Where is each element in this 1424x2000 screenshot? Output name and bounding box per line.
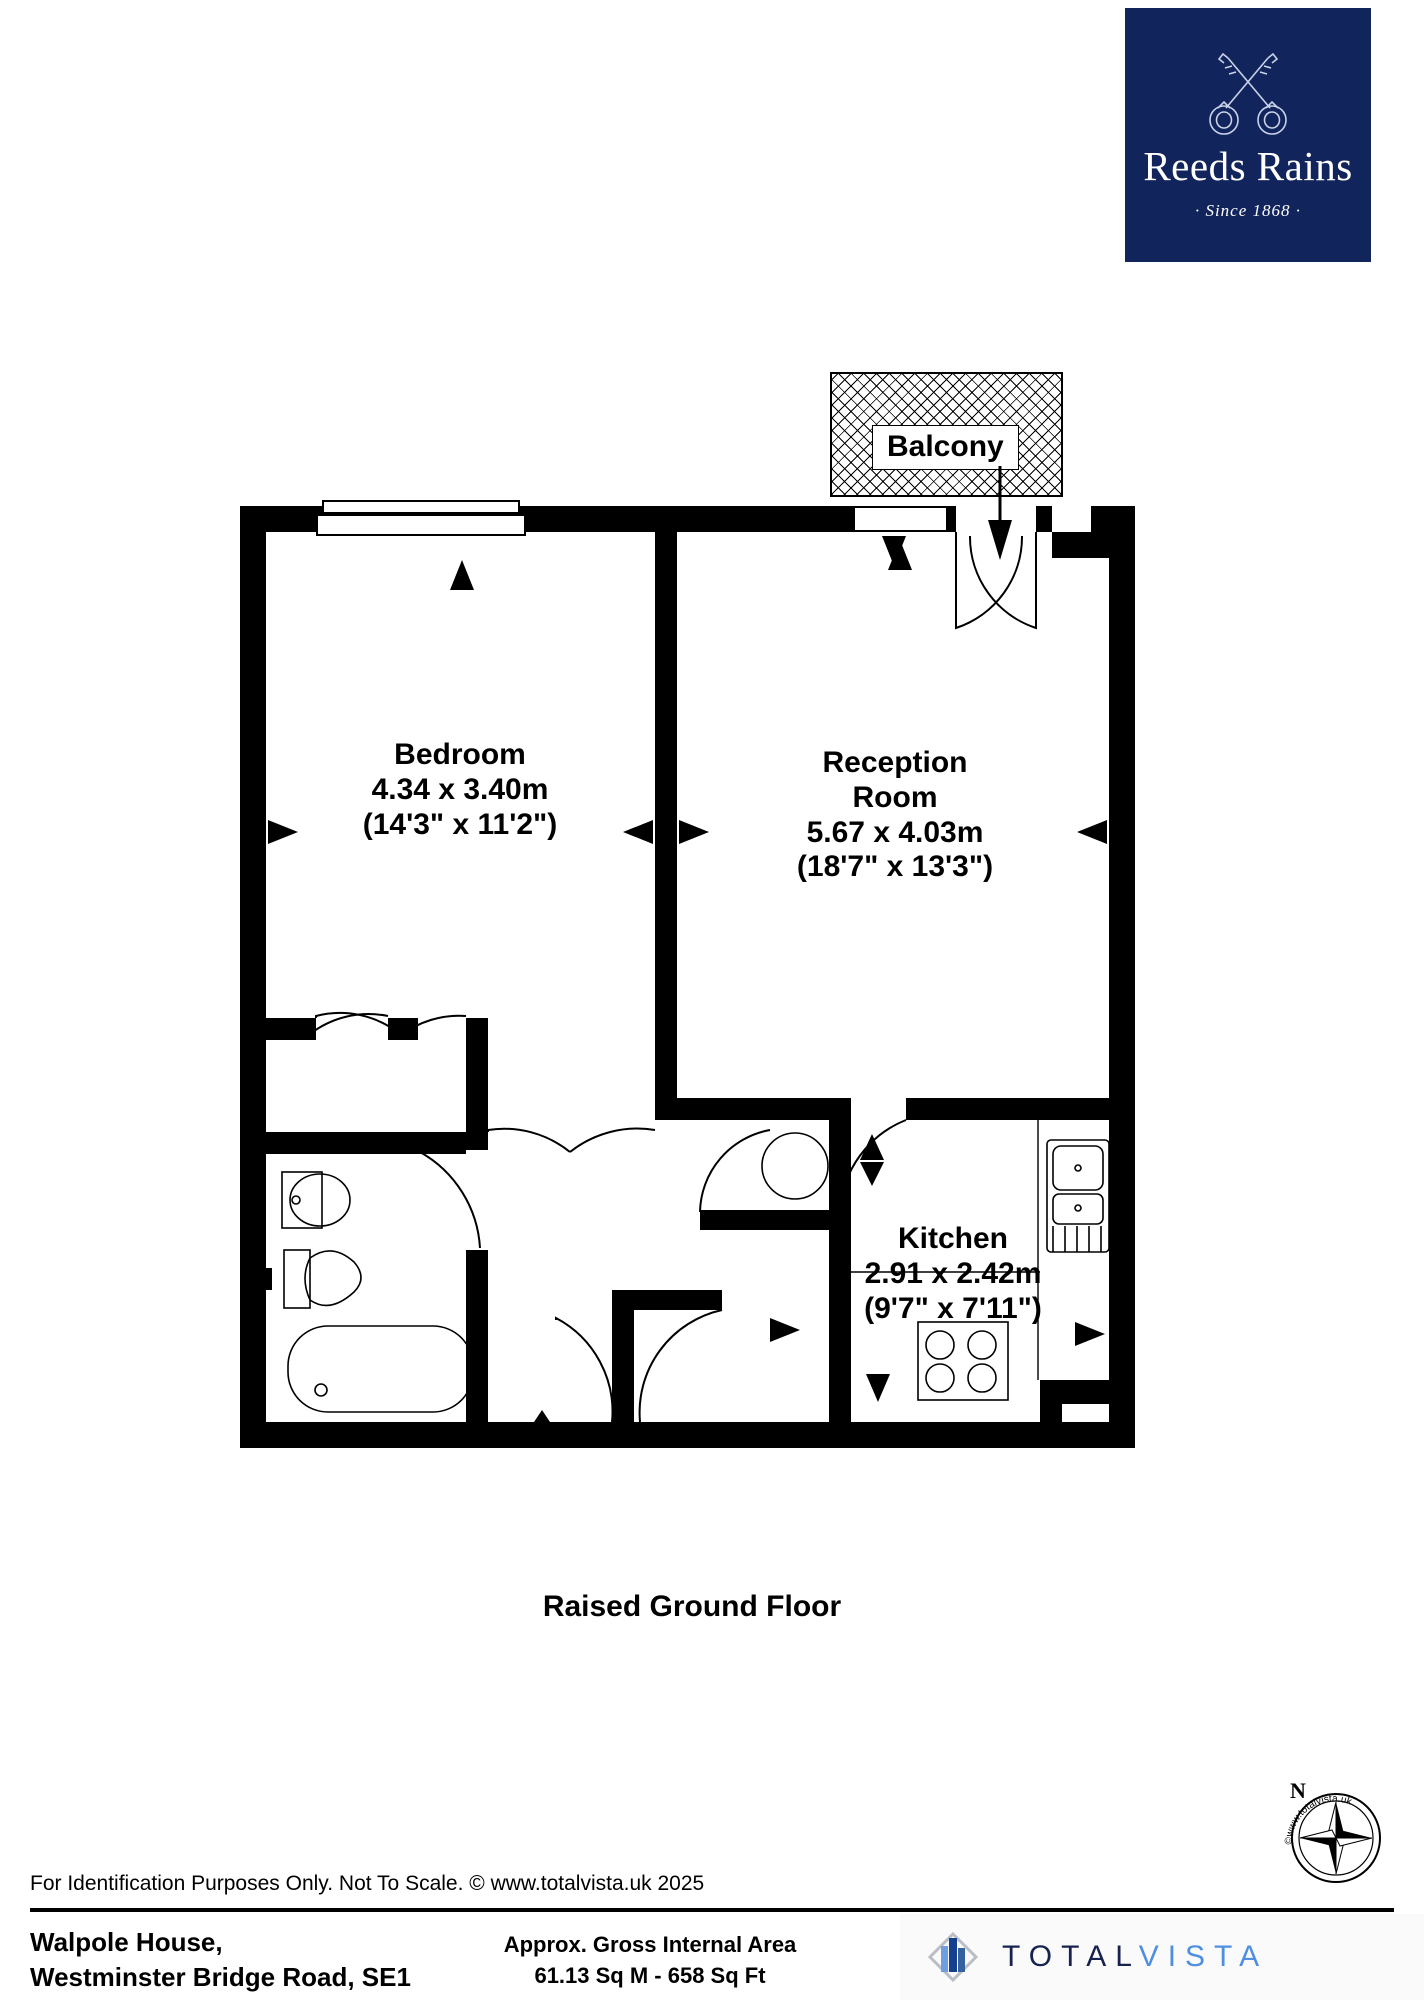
compass-north-letter: N <box>1290 1778 1306 1803</box>
reeds-rains-logo: Reeds Rains · Since 1868 · <box>1125 8 1371 262</box>
room-label-bedroom: Bedroom 4.34 x 3.40m (14'3" x 11'2") <box>260 738 660 842</box>
wall-kitchen-left <box>829 1210 851 1448</box>
floorplan-drawing: Balcony <box>240 372 1135 1623</box>
area-caption: Approx. Gross Internal Area <box>503 1932 797 1957</box>
dimension-arrows <box>268 520 1107 1500</box>
wall-cupboard-left-jamb <box>266 1018 316 1040</box>
reception-metric: 5.67 x 4.03m <box>806 815 984 849</box>
crossed-keys-icon <box>1209 52 1287 135</box>
wall-bedroom-reception <box>655 506 677 1100</box>
bedroom-name: Bedroom <box>394 738 526 771</box>
wall-reception-top-return <box>1052 532 1135 558</box>
totalvista-word-vista: VISTA <box>1138 1940 1269 1973</box>
reception-name-line1: Reception <box>822 746 968 779</box>
bathroom-door-opening <box>466 1150 488 1250</box>
brand-tagline: · Since 1868 · <box>1194 200 1302 220</box>
kitchen-metric: 2.91 x 2.42m <box>864 1256 1042 1290</box>
reception-name-line2: Room <box>852 780 938 814</box>
footer-divider <box>30 1908 1394 1912</box>
totalvista-wordmark: TOTALVISTA <box>1002 1940 1268 1974</box>
wall-kitchen-bottom-return <box>1040 1380 1062 1448</box>
wall-cylinder-cupboard-bottom <box>700 1210 851 1230</box>
area-value: 61.13 Sq M - 658 Sq Ft <box>534 1962 766 1988</box>
wall-kitchen-top <box>906 1098 1135 1120</box>
room-label-reception: Reception Room 5.67 x 4.03m (18'7" x 13'… <box>690 746 1100 885</box>
address-line-1: Walpole House, <box>30 1927 223 1957</box>
room-label-kitchen: Kitchen 2.91 x 2.42m (9'7" x 7'11") <box>838 1222 1068 1326</box>
balcony-label: Balcony <box>872 425 1019 470</box>
gross-internal-area: Approx. Gross Internal Area 61.13 Sq M -… <box>440 1930 860 1992</box>
brand-name: Reeds Rains <box>1143 142 1353 189</box>
wall-store-top <box>612 1290 722 1310</box>
bedroom-metric: 4.34 x 3.40m <box>371 772 549 806</box>
bedroom-window <box>322 500 520 514</box>
totalvista-branding: TOTALVISTA <box>900 1914 1424 2000</box>
wall-bedroom-hall <box>466 1018 488 1154</box>
reception-imperial: (18'7" x 13'3") <box>796 850 994 884</box>
property-address: Walpole House, Westminster Bridge Road, … <box>30 1925 411 1995</box>
kitchen-imperial: (9'7" x 7'11") <box>864 1291 1042 1325</box>
balcony-door-opening <box>956 506 1091 532</box>
wall-hall-top <box>655 1098 851 1120</box>
totalvista-word-total: TOTAL <box>1002 1940 1139 1973</box>
wall-bathroom-top <box>240 1132 488 1154</box>
wall-exterior-right <box>1109 506 1135 1448</box>
floor-level-label: Raised Ground Floor <box>542 1590 842 1623</box>
wall-entry-bottom <box>612 1422 852 1448</box>
bedroom-window-sill <box>316 514 526 536</box>
compass-rose-icon: N ©www.totalvista.uk <box>1283 1778 1381 1883</box>
wall-exterior-left <box>240 506 266 1448</box>
kitchen-name: Kitchen <box>897 1222 1008 1255</box>
wall-bathroom-nib <box>240 1268 272 1290</box>
reception-window <box>853 506 948 532</box>
address-line-2: Westminster Bridge Road, SE1 <box>30 1962 411 1993</box>
balcony-door-mullion <box>1036 506 1052 532</box>
wall-cupboard-mid-jamb <box>388 1018 418 1040</box>
disclaimer-text: For Identification Purposes Only. Not To… <box>30 1872 705 1895</box>
wall-hall-left <box>612 1290 634 1448</box>
totalvista-diamond-icon <box>927 1931 979 1983</box>
bedroom-imperial: (14'3" x 11'2") <box>362 807 558 841</box>
